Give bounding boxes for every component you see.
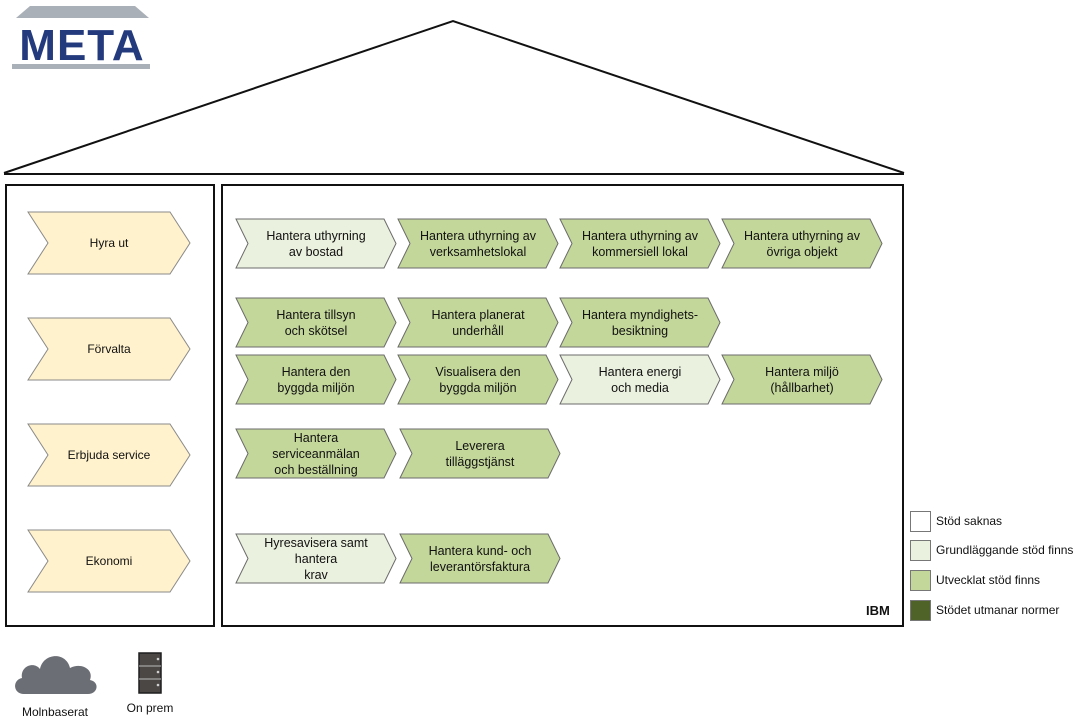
process-chevron[interactable]: Hantera planerat underhåll <box>397 297 559 348</box>
chevron-shape <box>397 218 559 269</box>
chevron-shape <box>559 354 721 405</box>
capability-frame <box>5 184 215 627</box>
legend-swatch <box>910 510 931 532</box>
legend-item: Utvecklat stöd finns <box>910 569 1040 591</box>
process-label: Leverera tilläggstjänst <box>445 438 515 469</box>
process-label: Hantera energi och media <box>598 364 682 395</box>
process-chevron[interactable]: Hyresavisera samt hantera krav <box>235 533 397 584</box>
process-chevron[interactable]: Hantera myndighets- besiktning <box>559 297 721 348</box>
chevron-shape <box>721 354 883 405</box>
process-chevron[interactable]: Leverera tilläggstjänst <box>399 428 561 479</box>
process-chevron[interactable]: Hantera uthyrning av verksamhetslokal <box>397 218 559 269</box>
legend-label: Stödet utmanar normer <box>936 603 1060 617</box>
legend-item: Stödet utmanar normer <box>910 599 1059 621</box>
legend-swatch <box>910 599 931 621</box>
chevron-shape <box>27 423 191 487</box>
cloud-deployment: Molnbaserat <box>10 648 100 719</box>
process-chevron[interactable]: Hantera serviceanmälan och beställning <box>235 428 397 479</box>
process-label: Hantera kund- och leverantörsfaktura <box>428 543 532 574</box>
capability-label: Ekonomi <box>85 554 133 568</box>
process-chevron[interactable]: Hantera uthyrning av kommersiell lokal <box>559 218 721 269</box>
process-chevron[interactable]: Hantera den byggda miljön <box>235 354 397 405</box>
capability-label: Förvalta <box>87 342 131 356</box>
process-chevron[interactable]: Hantera uthyrning av bostad <box>235 218 397 269</box>
legend-item: Stöd saknas <box>910 510 1002 532</box>
legend-swatch <box>910 539 931 561</box>
process-chevron[interactable]: Hantera tillsyn och skötsel <box>235 297 397 348</box>
process-label: Hyresavisera samt hantera krav <box>264 535 368 582</box>
process-chevron[interactable]: Visualisera den byggda miljön <box>397 354 559 405</box>
process-label: Hantera tillsyn och skötsel <box>276 307 356 338</box>
process-label: Hantera uthyrning av kommersiell lokal <box>581 228 699 259</box>
process-label: Visualisera den byggda miljön <box>435 364 521 395</box>
process-frame <box>221 184 904 627</box>
deployment-label: On prem <box>126 701 174 715</box>
chevron-shape <box>399 533 561 584</box>
process-label: Hantera uthyrning av övriga objekt <box>743 228 861 259</box>
chevron-shape <box>397 297 559 348</box>
process-label: Hantera myndighets- besiktning <box>581 307 699 338</box>
onprem-deployment: On prem <box>118 652 182 715</box>
chevron-shape <box>235 354 397 405</box>
chevron-shape <box>397 354 559 405</box>
process-label: Hantera serviceanmälan och beställning <box>272 430 360 477</box>
process-label: Hantera miljö (hållbarhet) <box>765 364 839 395</box>
capability-chevron[interactable]: Hyra ut <box>27 211 191 275</box>
process-chevron[interactable]: Hantera uthyrning av övriga objekt <box>721 218 883 269</box>
deployment-label: Molnbaserat <box>21 705 89 719</box>
chevron-shape <box>235 218 397 269</box>
cloud-icon <box>15 656 97 694</box>
capability-label: Erbjuda service <box>67 448 151 462</box>
legend-swatch <box>910 569 931 591</box>
chevron-shape <box>27 317 191 381</box>
chevron-shape <box>235 297 397 348</box>
process-chevron[interactable]: Hantera energi och media <box>559 354 721 405</box>
process-chevron[interactable]: Hantera miljö (hållbarhet) <box>721 354 883 405</box>
system-label: IBM <box>866 603 890 618</box>
legend-item: Grundläggande stöd finns <box>910 539 1073 561</box>
capability-chevron[interactable]: Förvalta <box>27 317 191 381</box>
meta-logo: META <box>12 6 150 70</box>
chevron-shape <box>559 218 721 269</box>
capability-chevron[interactable]: Erbjuda service <box>27 423 191 487</box>
process-chevron[interactable]: Hantera kund- och leverantörsfaktura <box>399 533 561 584</box>
chevron-shape <box>27 529 191 593</box>
chevron-shape <box>235 533 397 584</box>
server-icon <box>138 652 162 694</box>
chevron-shape <box>399 428 561 479</box>
capability-chevron[interactable]: Ekonomi <box>27 529 191 593</box>
process-label: Hantera planerat underhåll <box>431 307 525 338</box>
legend-label: Grundläggande stöd finns <box>936 543 1074 557</box>
house-roof <box>3 19 905 175</box>
capability-label: Hyra ut <box>89 236 129 250</box>
legend-label: Stöd saknas <box>936 514 1003 528</box>
svg-text:META: META <box>19 21 144 70</box>
process-label: Hantera den byggda miljön <box>277 364 355 395</box>
chevron-shape <box>721 218 883 269</box>
process-label: Hantera uthyrning av bostad <box>266 228 366 259</box>
chevron-shape <box>235 428 397 479</box>
chevron-shape <box>27 211 191 275</box>
chevron-shape <box>559 297 721 348</box>
process-label: Hantera uthyrning av verksamhetslokal <box>419 228 537 259</box>
legend-label: Utvecklat stöd finns <box>936 573 1041 587</box>
